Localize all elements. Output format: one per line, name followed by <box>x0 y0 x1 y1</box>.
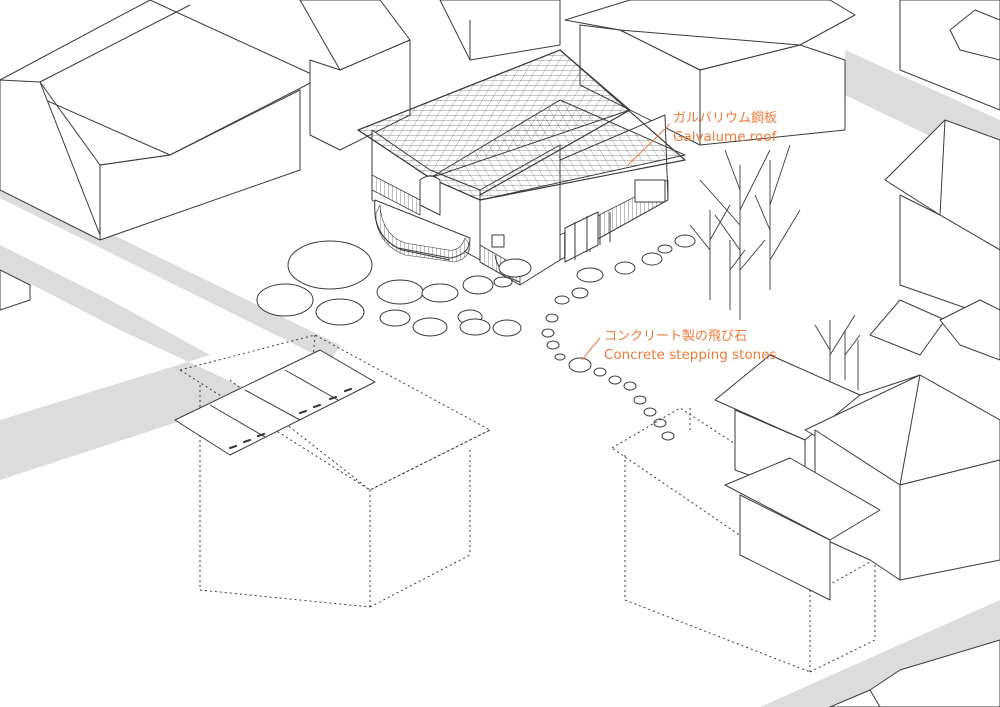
stones-label-en: Concrete stepping stones <box>604 347 777 363</box>
roof-label-jp: ガルバリウム鋼板 <box>673 111 778 126</box>
house-left-edge <box>0 269 31 311</box>
leader-lines <box>581 123 671 361</box>
house-right-mid <box>884 119 1000 321</box>
stepping-stones <box>256 234 696 441</box>
house-top-right <box>564 0 1000 146</box>
trees <box>689 144 861 400</box>
road-bottom-right <box>760 600 1000 707</box>
house-top-left <box>0 0 321 241</box>
house-bottom-right <box>829 639 1000 707</box>
roof-label-en: Galvalume roof <box>673 129 777 145</box>
solar-panels <box>174 349 376 456</box>
stones-label-jp: コンクリート製の飛び石 <box>604 329 748 344</box>
house-cluster-right <box>714 299 1000 601</box>
